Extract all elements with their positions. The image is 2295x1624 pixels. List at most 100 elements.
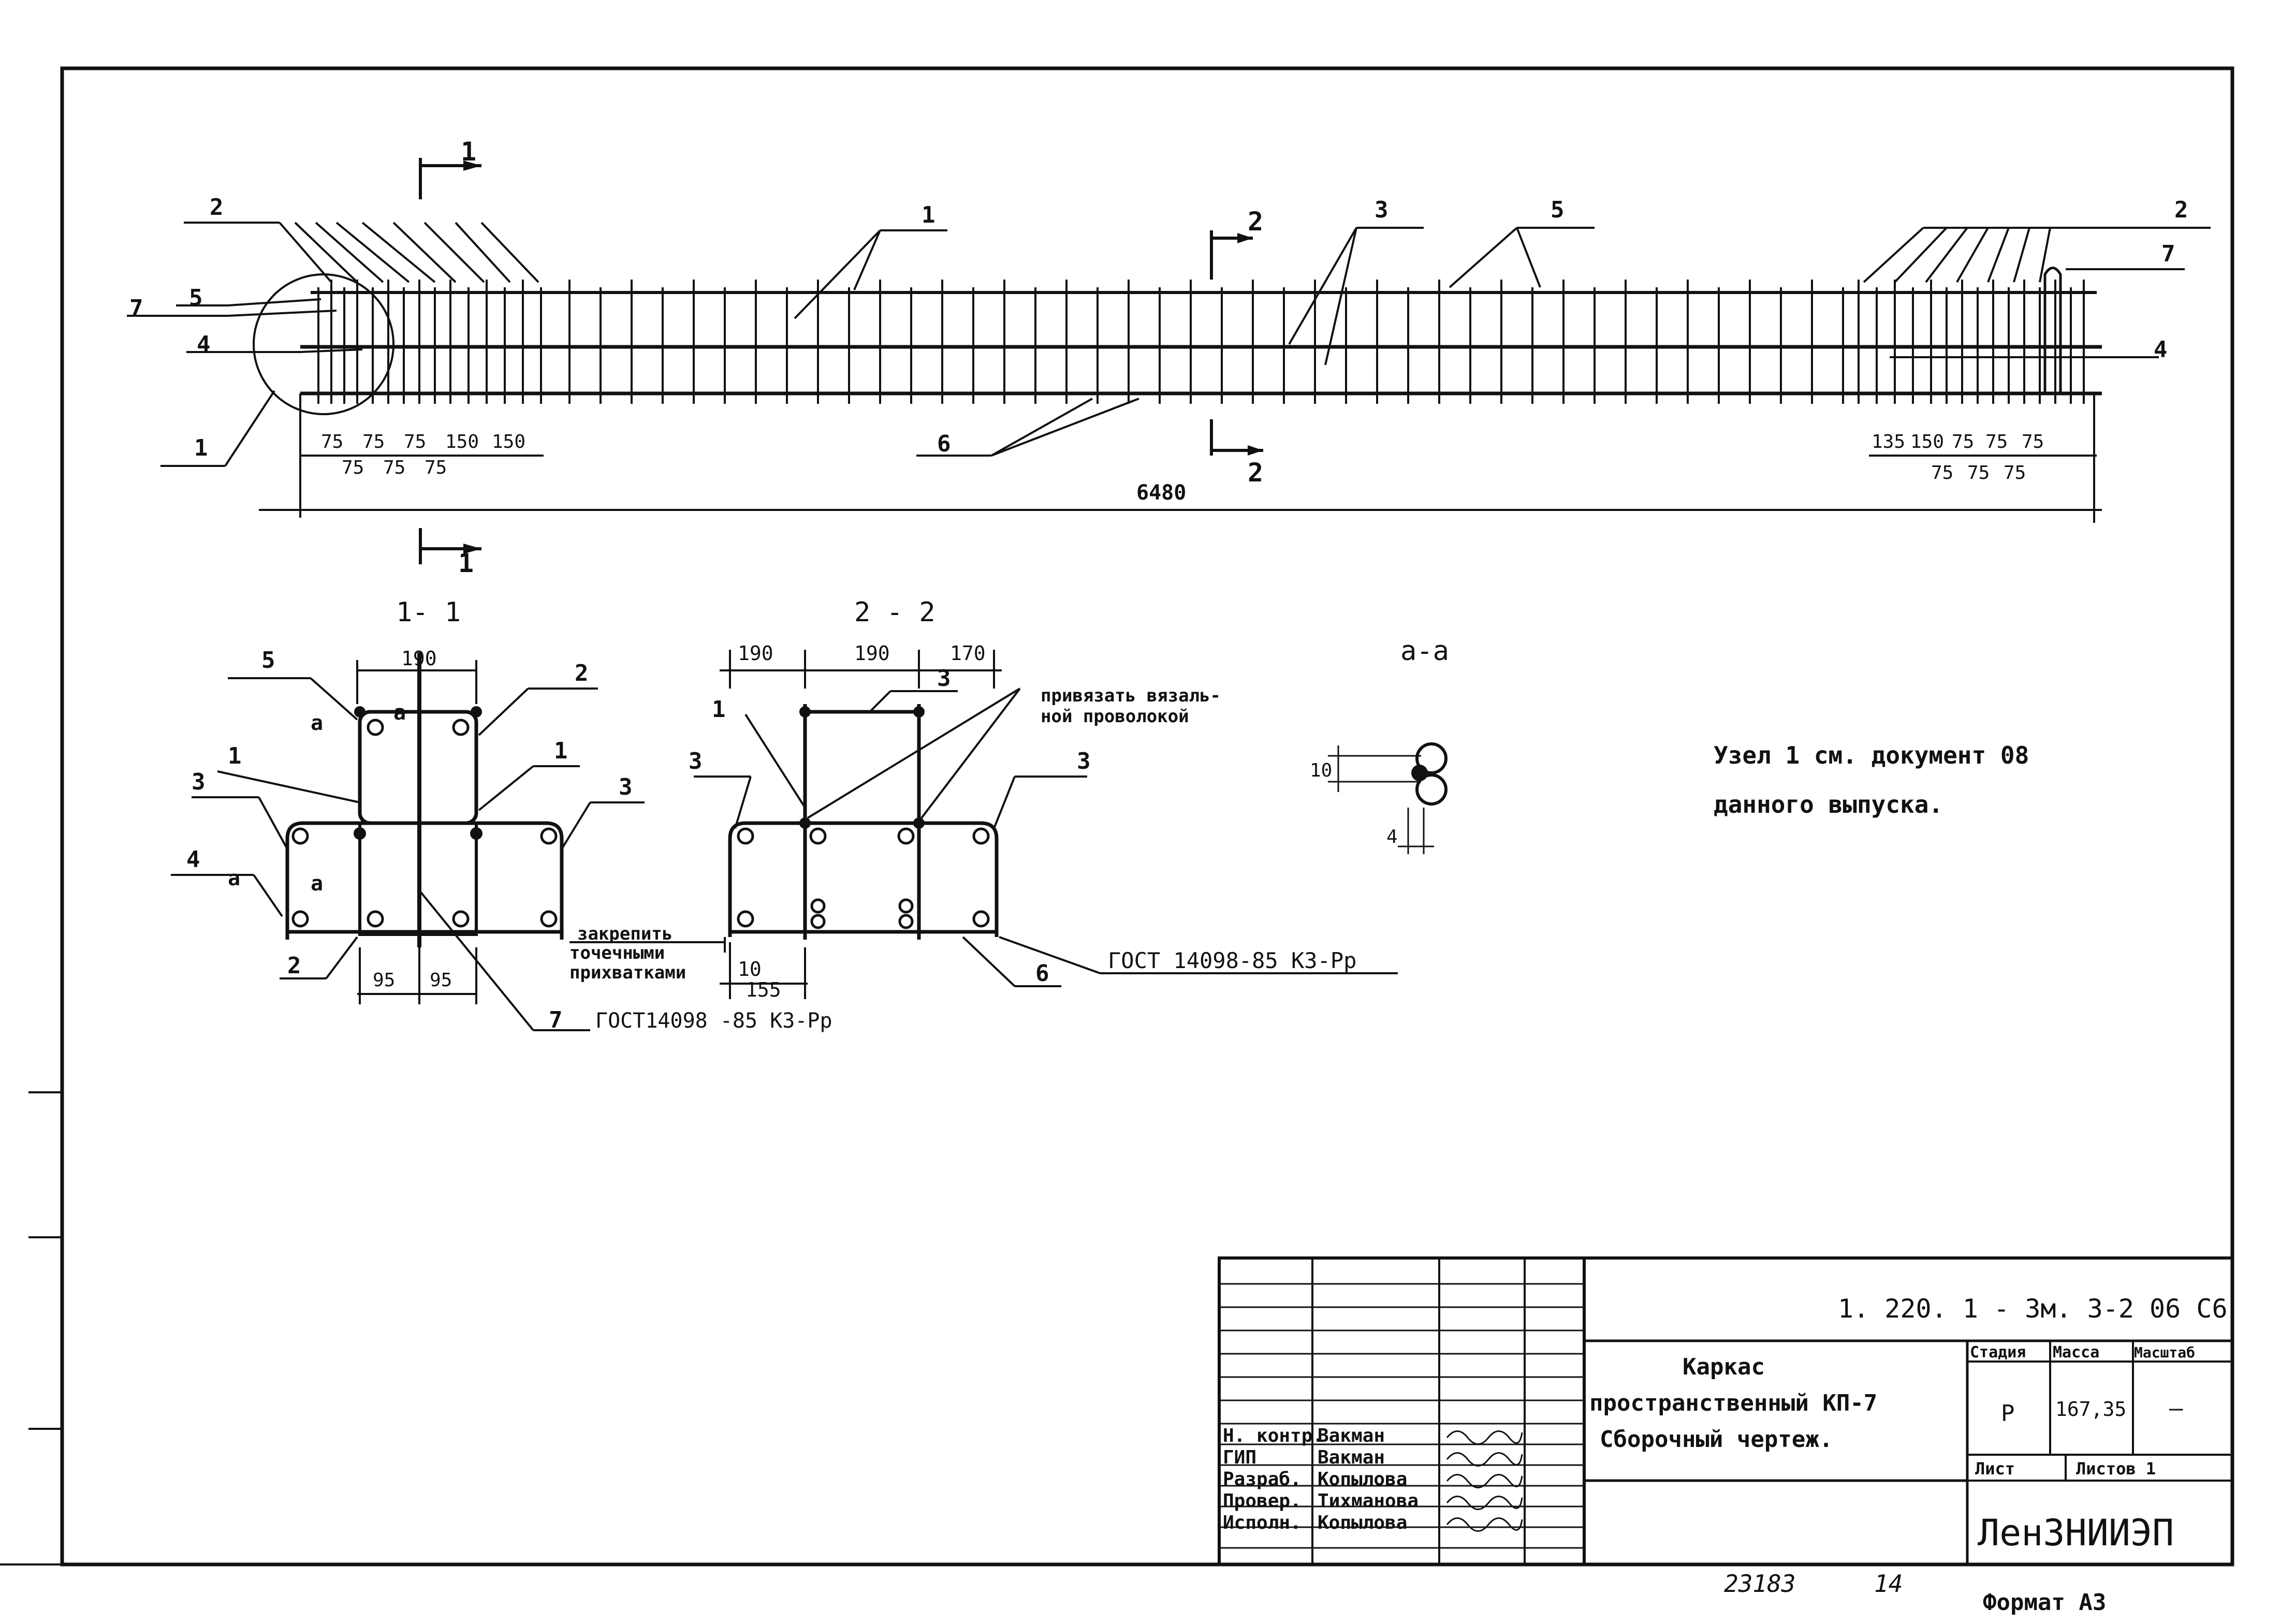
- sec11-callout-2-top: 2: [575, 660, 589, 686]
- callout-5-left: 5: [189, 285, 203, 311]
- signature: [1446, 1517, 1523, 1532]
- sec22-dim-2: 190: [854, 642, 890, 665]
- hook-bar: [2043, 267, 2062, 393]
- dim-left-bottom: 75: [425, 457, 447, 478]
- section-1-top-label: 1: [461, 137, 476, 167]
- callout-6-bottom: 6: [937, 431, 951, 457]
- sec22-dim-155: 155: [745, 978, 781, 1001]
- sheet-frame: [0, 66, 2234, 1567]
- role-name: Копылова: [1318, 1512, 1407, 1533]
- sec22-tie-note-1: привязать вязаль-: [1041, 685, 1221, 706]
- sec22-callout-3-left: 3: [689, 748, 703, 774]
- dim-left-top: 150: [445, 431, 479, 452]
- sec11-callout-4: 4: [186, 846, 200, 873]
- main-leader-lines: [127, 222, 2211, 467]
- archive-sheet: 14: [1874, 1570, 1903, 1598]
- mass-value: 167,35: [2055, 1398, 2126, 1421]
- stage-header: Стадия: [1970, 1343, 2026, 1362]
- sec11-node-mark-a3: a: [228, 867, 240, 890]
- section-a-a-title: а-а: [1400, 636, 1449, 667]
- role-label: Разраб.: [1223, 1469, 1302, 1490]
- doc-code: 1. 220. 1 - 3м. 3-2 06 С6: [1838, 1294, 2228, 1324]
- section-1-1-title: 1- 1: [396, 597, 461, 628]
- sec22-weld-note-3: прихватками: [569, 962, 686, 983]
- dim-right-top: 150: [1910, 431, 1944, 452]
- sec11-callout-2-bottom: 2: [287, 953, 301, 979]
- dim-left-bottom: 75: [342, 457, 364, 478]
- section-1-1: 1- 1 190: [171, 597, 832, 1033]
- role-label: ГИП: [1223, 1447, 1256, 1468]
- scale-header: Масштаб: [2134, 1344, 2195, 1361]
- main-view-labels: 2 5 7 4 1 1 3 5 6 2 7 4 1 1 2 2 6480: [129, 137, 2188, 578]
- main-dimension-lines: [259, 393, 2102, 523]
- sec11-lower-stirrup: [285, 821, 564, 940]
- node-note-line-2: данного выпуска.: [1714, 791, 1943, 818]
- title-line-3: Сборочный чертеж.: [1600, 1426, 1833, 1453]
- dim-right-top: 75: [1952, 431, 1974, 452]
- section-a-a: а-а 10 4: [1310, 636, 1449, 854]
- dim-left-top: 150: [492, 431, 525, 452]
- sec11-node-mark-a4: a: [311, 872, 323, 896]
- section-a-a-dim-10: 10: [1310, 760, 1332, 781]
- sec22-weld-note-1: закрепить: [577, 924, 673, 944]
- dim-left-top: 75: [404, 431, 426, 452]
- sec11-node-mark-a1: a: [311, 711, 323, 735]
- sec22-dim-1: 190: [738, 642, 773, 665]
- main-elevation-view: [253, 267, 2102, 415]
- mass-header: Масса: [2053, 1343, 2099, 1362]
- callout-5-top: 5: [1551, 197, 1565, 223]
- stirrup-group: [317, 280, 2085, 404]
- callout-7-left: 7: [129, 295, 143, 321]
- dim-right-top: 135: [1872, 431, 1905, 452]
- format-label: Формат А3: [1983, 1589, 2106, 1616]
- role-label: Н. контр.: [1223, 1425, 1324, 1446]
- sec11-callout-1-right: 1: [554, 738, 568, 764]
- signature: [1446, 1430, 1523, 1445]
- callout-3-top: 3: [1375, 197, 1388, 223]
- dim-left-top: 75: [321, 431, 343, 452]
- section-a-a-dim-4: 4: [1386, 826, 1398, 847]
- section-markers: [419, 158, 1263, 564]
- dim-right-bottom: 75: [1931, 462, 1953, 484]
- dim-left-bottom: 75: [383, 457, 405, 478]
- dim-left-top: 75: [362, 431, 385, 452]
- dim-right-top: 75: [1985, 431, 2008, 452]
- callout-2-left: 2: [210, 194, 224, 221]
- role-name: Вакман: [1318, 1447, 1385, 1468]
- sheets-label: Листов 1: [2076, 1459, 2156, 1479]
- signature: [1446, 1474, 1523, 1488]
- sec11-callout-1-left: 1: [228, 743, 242, 769]
- callout-1-left: 1: [194, 435, 208, 461]
- sec22-weld-note-2: точечными: [569, 943, 665, 963]
- sec11-gost-note: ГОСТ14098 -85 К3-Рр: [595, 1009, 832, 1033]
- signature: [1446, 1452, 1523, 1467]
- node-note-line-1: Узел 1 см. документ 08: [1714, 741, 2029, 769]
- sec11-callout-3-right: 3: [619, 774, 633, 800]
- sec22-dim-3: 170: [950, 642, 986, 665]
- sec22-tie-note-2: ной проволокой: [1041, 706, 1189, 727]
- signature: [1446, 1496, 1523, 1510]
- sec11-node-mark-a2: a: [393, 701, 406, 725]
- callout-2-right: 2: [2174, 197, 2188, 223]
- section-2-2-title: 2 - 2: [854, 597, 935, 628]
- sec22-callout-6: 6: [1035, 960, 1049, 987]
- sec22-callout-3-top: 3: [937, 665, 951, 692]
- sheet-label: Лист: [1975, 1459, 2015, 1479]
- sec22-dim-10: 10: [738, 958, 762, 981]
- role-name: Тихманова: [1318, 1490, 1419, 1512]
- archive-number: 23183: [1724, 1570, 1795, 1598]
- stage-value: Р: [2001, 1400, 2015, 1427]
- node-note: Узел 1 см. документ 08 данного выпуска.: [1714, 741, 2029, 818]
- scale-value: —: [2169, 1395, 2183, 1422]
- sec11-callout-3-left: 3: [192, 769, 206, 795]
- organization: ЛенЗНИИЭП: [1978, 1512, 2174, 1554]
- sec22-gost-note: ГОСТ 14098-85 К3-Рр: [1108, 948, 1356, 973]
- role-name: Вакман: [1318, 1425, 1385, 1446]
- overall-length: 6480: [1136, 481, 1186, 505]
- title-block: 1. 220. 1 - 3м. 3-2 06 С6 Каркас простра…: [1218, 1256, 2234, 1566]
- sec22-callout-3-right: 3: [1077, 748, 1091, 774]
- sec11-callout-7: 7: [549, 1007, 563, 1033]
- dim-right-bottom: 75: [2004, 462, 2026, 484]
